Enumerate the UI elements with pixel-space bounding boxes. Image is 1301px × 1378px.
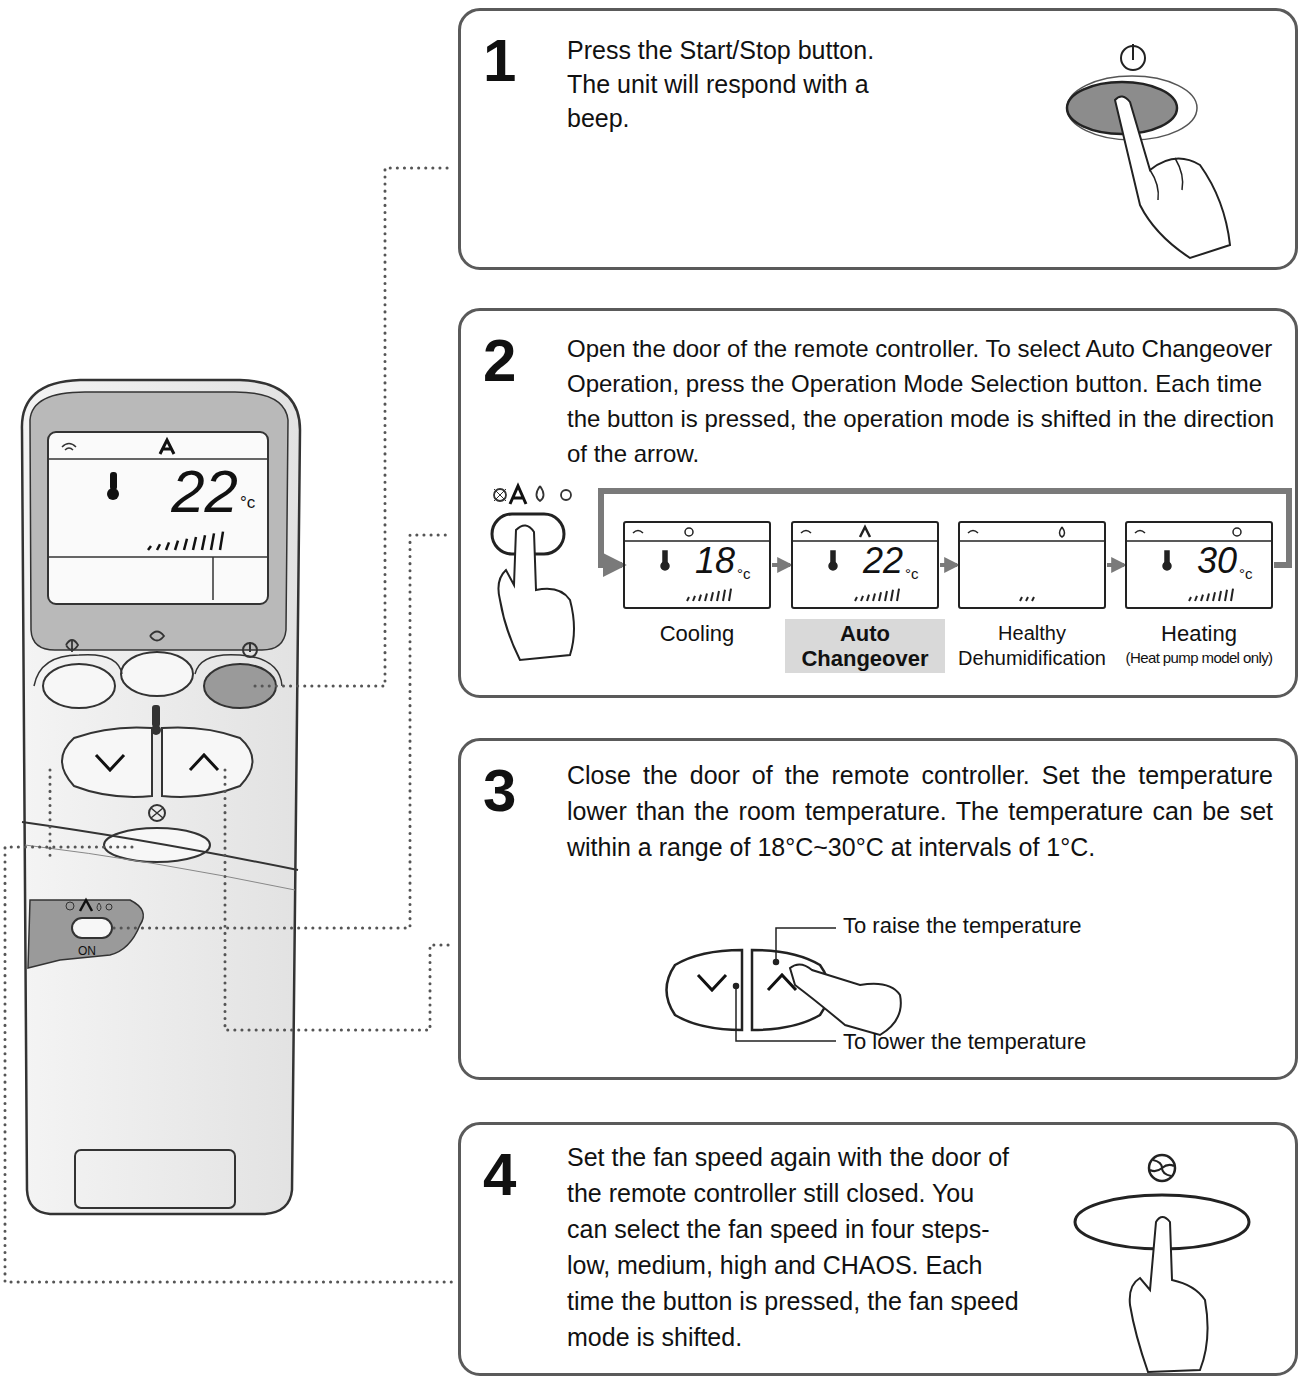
lcd-digits: 30 — [1177, 539, 1237, 582]
screen-bezel — [30, 392, 288, 650]
mode-display: 18°cCooling — [623, 521, 771, 671]
step-panel: 4 Set the fan speed again with the door o… — [458, 1122, 1298, 1376]
lcd-unit: °c — [1239, 565, 1269, 583]
remote-lcd — [48, 432, 268, 604]
step-panel: 2 Open the door of the remote controller.… — [458, 308, 1298, 698]
mode-label: Auto Changeover — [785, 619, 945, 673]
lcd-unit: °c — [240, 493, 266, 513]
lcd-digits: 22 — [158, 456, 238, 528]
mode-display: 30°cHeating(Heat pump model only) — [1125, 521, 1273, 671]
lcd-digits: 18 — [675, 539, 735, 582]
mode-cycle-arrow — [772, 563, 790, 567]
mode-note: (Heat pump model only) — [1111, 649, 1287, 667]
callout-text: To raise the temperature — [843, 913, 1143, 939]
mode-label: Healthy Dehumidification — [948, 621, 1116, 671]
door-cutout — [28, 900, 143, 968]
step-text: Set the fan speed again with the door of… — [567, 1139, 1019, 1355]
remote-body — [22, 380, 300, 1214]
callout-text: To lower the temperature — [843, 1029, 1143, 1055]
mode-display: 22°cAuto Changeover — [791, 521, 939, 671]
button-label: ON — [78, 944, 108, 958]
step-text: Press the Start/Stop button. The unit wi… — [567, 33, 917, 135]
step-number: 3 — [483, 755, 533, 827]
step-text: Close the door of the remote controller.… — [567, 757, 1273, 865]
lcd-unit: °c — [905, 565, 935, 583]
mode-label: Heating — [1119, 621, 1279, 647]
step-number: 1 — [483, 25, 533, 97]
mode-cycle-arrow — [1107, 563, 1124, 567]
step-number: 4 — [483, 1139, 533, 1211]
step-panel: 3 Close the door of the remote controller… — [458, 738, 1298, 1080]
step-number: 2 — [483, 325, 533, 397]
mode-label: Cooling — [617, 621, 777, 647]
mode-display: Healthy Dehumidification — [958, 521, 1106, 671]
mode-cycle-arrow — [940, 563, 957, 567]
lcd-unit: °c — [737, 565, 767, 583]
lcd-frame — [958, 521, 1106, 609]
step-panel: 1 Press the Start/Stop button. The unit w… — [458, 8, 1298, 270]
step-text: Open the door of the remote controller. … — [567, 331, 1283, 471]
lcd-digits: 22 — [843, 539, 903, 582]
